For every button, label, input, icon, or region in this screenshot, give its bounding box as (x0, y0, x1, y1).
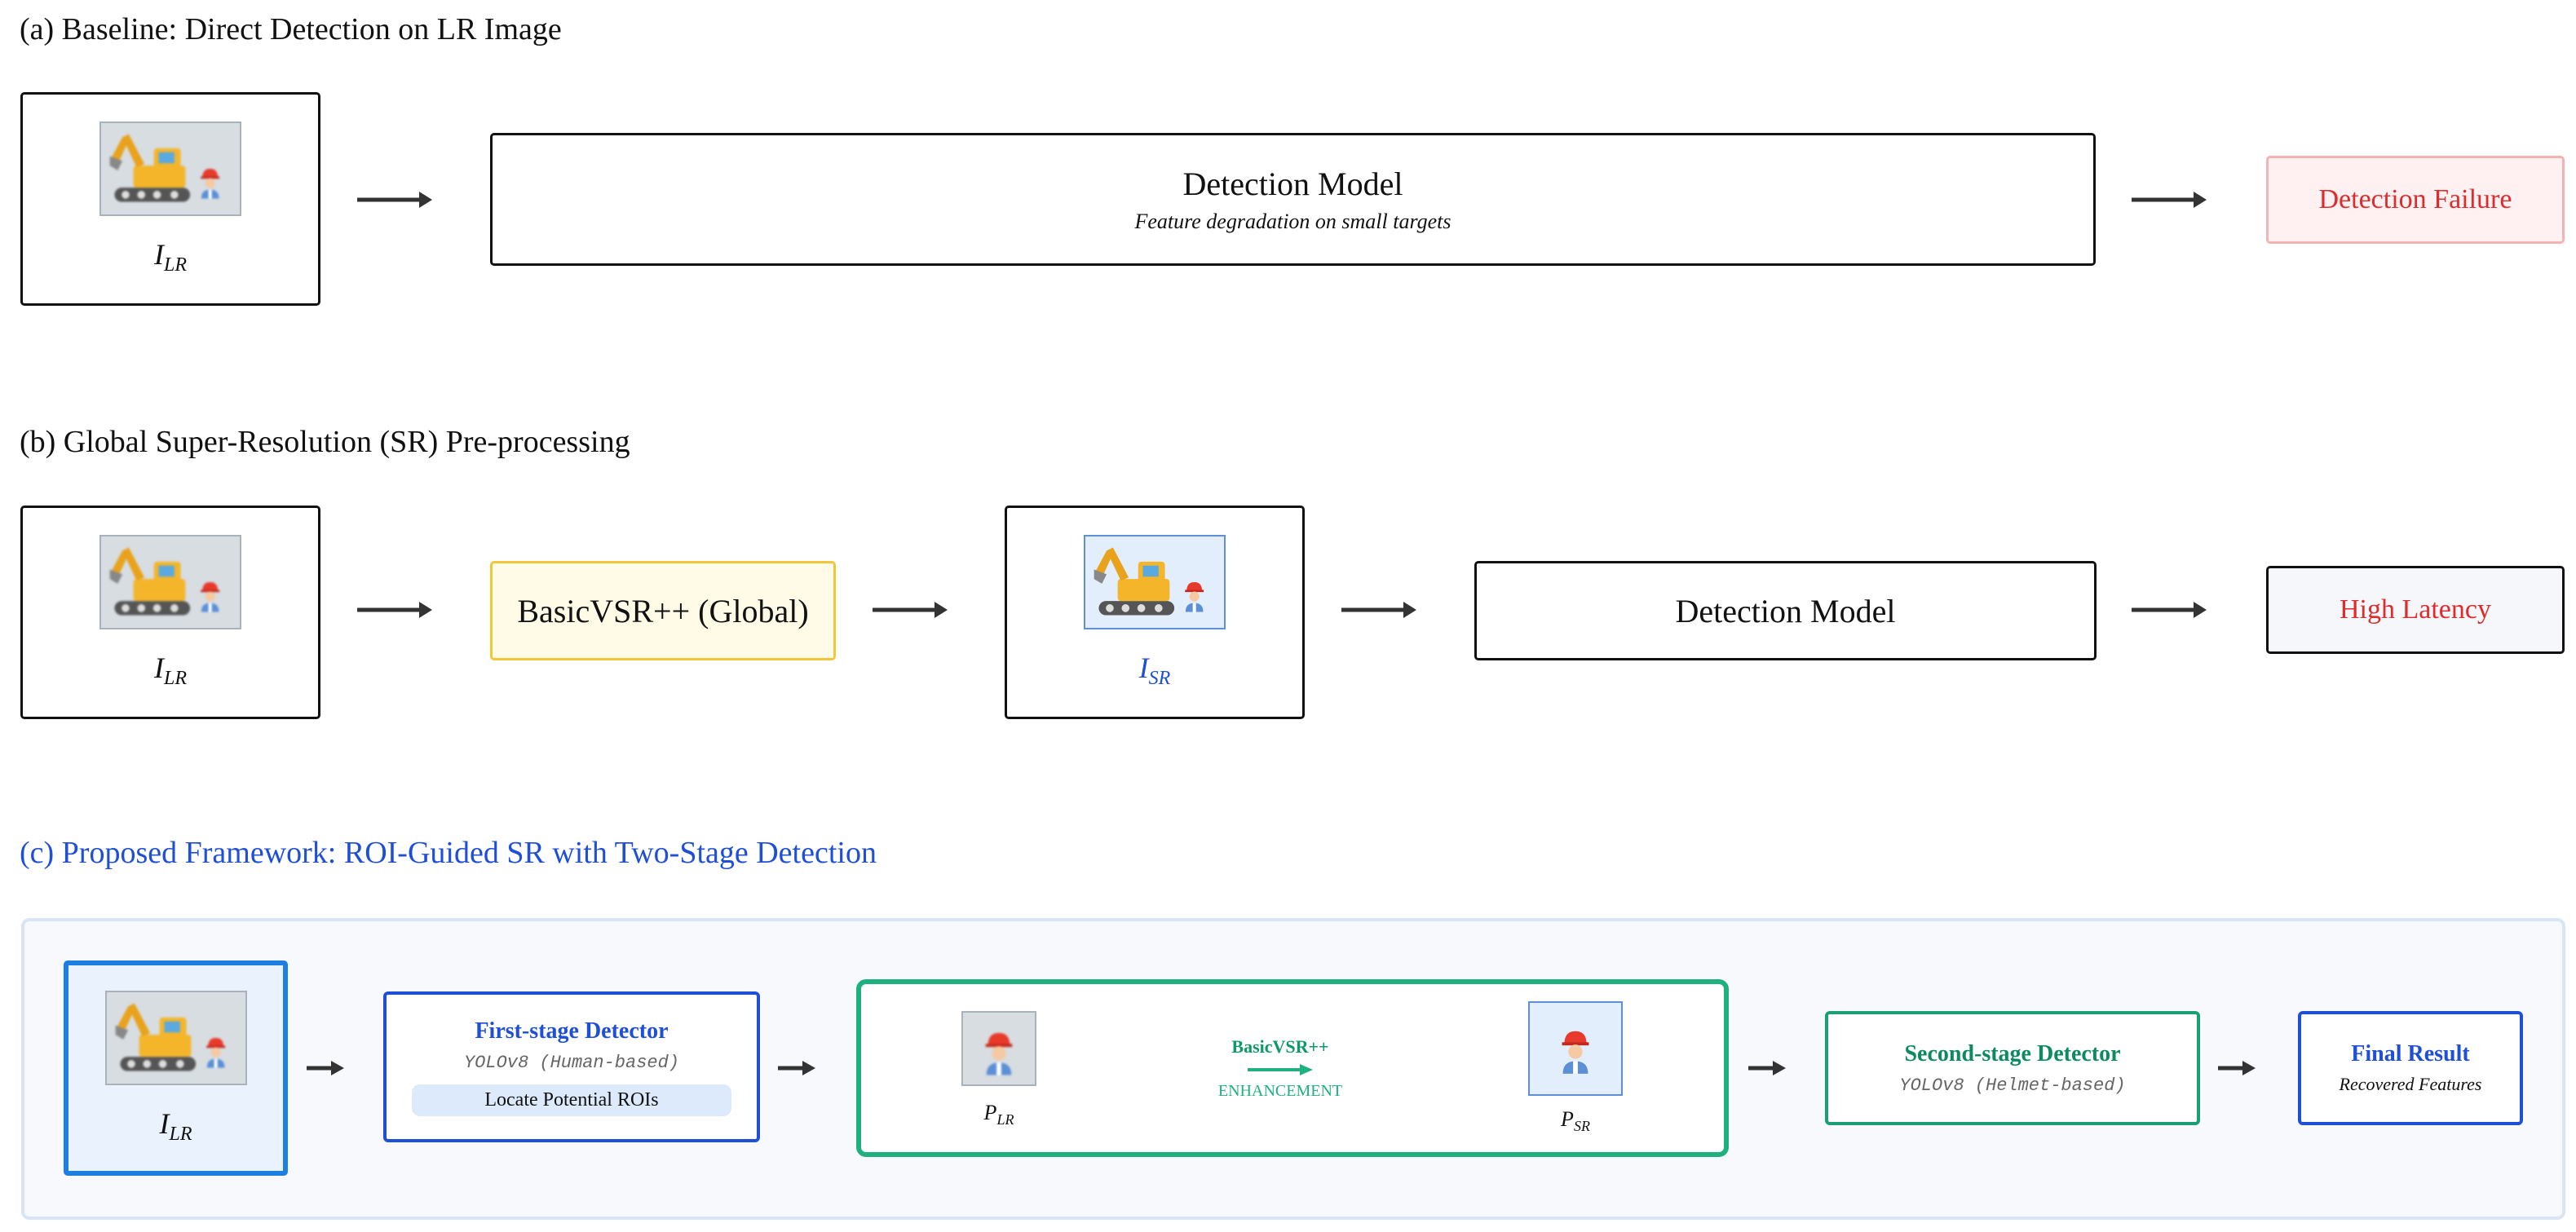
section-a-title: (a) Baseline: Direct Detection on LR Ima… (20, 12, 562, 46)
patch-sr: PSR (1520, 1001, 1631, 1140)
b-input-label: ILR (153, 651, 187, 690)
arrow-right-icon (2132, 192, 2207, 208)
worker-helmet-icon (985, 1032, 1013, 1075)
enhancement-method: BasicVSR++ (1231, 1035, 1329, 1057)
excavator-icon (109, 547, 220, 616)
b-input-image-box: ILR (20, 506, 320, 719)
b-detection-model: Detection Model (1474, 561, 2097, 660)
lr-image-thumbnail (99, 534, 241, 629)
first-stage-model: YOLOv8 (Human-based) (463, 1052, 680, 1073)
patch-lr: PLR (943, 1011, 1055, 1133)
a-detection-model-note: Feature degradation on small targets (1134, 210, 1451, 233)
c-first-stage-detector: First-stage Detector YOLOv8 (Human-based… (383, 991, 760, 1142)
arrow-right-icon (1248, 1063, 1313, 1075)
first-stage-name: First-stage Detector (475, 1018, 669, 1044)
b-high-latency: High Latency (2266, 566, 2565, 654)
arrow-right-icon (357, 192, 432, 208)
lr-image-thumbnail (99, 121, 241, 216)
c-input-image-box: ILR (64, 960, 288, 1176)
enhancement-arrow-group: BasicVSR++ ENHANCEMENT (1182, 1029, 1378, 1107)
second-stage-name: Second-stage Detector (1904, 1040, 2121, 1066)
a-detection-model-name: Detection Model (1182, 166, 1403, 202)
arrow-right-icon (873, 602, 948, 618)
a-detection-failure: Detection Failure (2266, 156, 2565, 244)
first-stage-task: Locate Potential ROIs (412, 1084, 731, 1116)
final-result-note: Recovered Features (2339, 1074, 2482, 1094)
c-second-stage-detector: Second-stage Detector YOLOv8 (Helmet-bas… (1825, 1011, 2200, 1125)
worker-helmet-icon (1562, 1031, 1589, 1074)
c-input-label: ILR (159, 1106, 192, 1146)
final-result-name: Final Result (2351, 1041, 2470, 1066)
b-basicvsr-global: BasicVSR++ (Global) (490, 561, 836, 660)
b-sr-image-box: ISR (1005, 506, 1305, 719)
arrow-right-icon (2218, 1061, 2256, 1075)
section-b-title: (b) Global Super-Resolution (SR) Pre-pro… (20, 425, 630, 459)
excavator-icon (1094, 547, 1204, 616)
arrow-right-icon (357, 602, 432, 618)
arrow-right-icon (1341, 602, 1416, 618)
a-input-image-box: ILR (20, 92, 320, 306)
b-detection-model-name: Detection Model (1675, 592, 1896, 629)
c-final-result: Final Result Recovered Features (2298, 1011, 2523, 1125)
lr-image-thumbnail (104, 990, 247, 1085)
a-input-label: ILR (153, 237, 187, 276)
second-stage-model: YOLOv8 (Helmet-based) (1899, 1075, 2126, 1096)
arrow-right-icon (1748, 1061, 1786, 1075)
excavator-icon (109, 134, 220, 202)
patch-sr-thumbnail (1528, 1001, 1623, 1096)
patch-lr-label: PLR (983, 1101, 1014, 1128)
patch-sr-label: PSR (1561, 1107, 1590, 1135)
a-detection-model: Detection Model Feature degradation on s… (490, 133, 2096, 266)
section-c-title: (c) Proposed Framework: ROI-Guided SR wi… (20, 836, 877, 870)
excavator-icon (115, 1003, 225, 1071)
sr-image-thumbnail (1084, 534, 1226, 629)
arrow-right-icon (307, 1061, 344, 1075)
arrow-right-icon (778, 1061, 815, 1075)
b-sr-label: ISR (1138, 651, 1171, 690)
patch-lr-thumbnail (961, 1011, 1036, 1086)
arrow-right-icon (2132, 602, 2207, 618)
enhancement-label: ENHANCEMENT (1217, 1081, 1343, 1100)
